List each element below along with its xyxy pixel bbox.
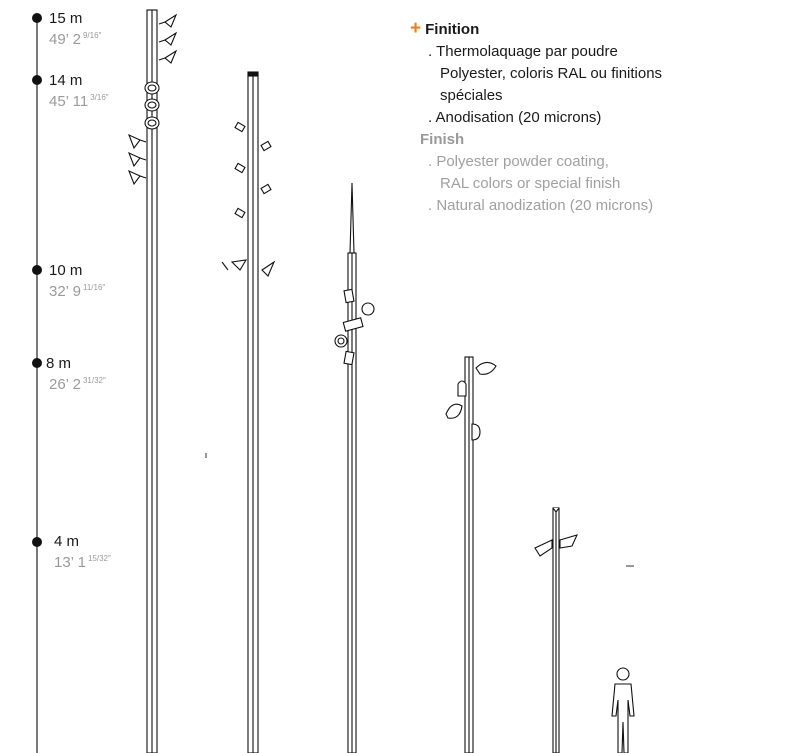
floodlight-icon <box>158 13 178 64</box>
spotlight-icon <box>334 288 375 366</box>
pole-5 <box>534 507 578 753</box>
plus-icon: + <box>410 18 422 39</box>
scale-label-10m: 10 m <box>49 262 83 279</box>
pole-4 <box>445 356 497 753</box>
scale-marker-10m <box>32 265 42 275</box>
scale-marker-8m <box>32 358 42 368</box>
pole-2 <box>221 71 276 753</box>
legend-title-en: Finish <box>420 131 465 148</box>
scale-marker-4m <box>32 537 42 547</box>
legend-title-fr: +Finition <box>410 18 480 39</box>
legend-fr-line: . Anodisation (20 microns) <box>428 109 602 126</box>
person-silhouette-icon <box>611 667 635 753</box>
legend-en-line: RAL colors or special finish <box>440 175 621 192</box>
scale-marker-14m <box>32 75 42 85</box>
luminaire-head-icon <box>534 534 578 557</box>
scale-label-8m: 8 m <box>46 355 72 372</box>
legend-fr-line: Polyester, coloris RAL ou finitions <box>440 65 663 82</box>
finish-legend: +Finition . Thermolaquage par poudre Pol… <box>410 18 662 217</box>
pole-3 <box>334 182 375 753</box>
scale-marker-15m <box>32 13 42 23</box>
legend-fr-line: spéciales <box>440 87 503 104</box>
legend-en-line: . Natural anodization (20 microns) <box>428 197 654 214</box>
pole-15m <box>128 9 178 753</box>
spotlight-icon <box>144 81 160 130</box>
luminaire-head-icon <box>445 361 497 441</box>
floodlight-icon <box>221 259 276 277</box>
scale-label-15m: 15 m <box>49 10 83 27</box>
legend-en-line: . Polyester powder coating, <box>428 153 609 170</box>
scale-label-4m: 4 m <box>54 533 80 550</box>
scale-label-14m: 14 m <box>49 72 83 89</box>
legend-fr-line: . Thermolaquage par poudre <box>428 43 618 60</box>
floodlight-icon <box>128 133 147 186</box>
spot-icon <box>234 121 272 219</box>
